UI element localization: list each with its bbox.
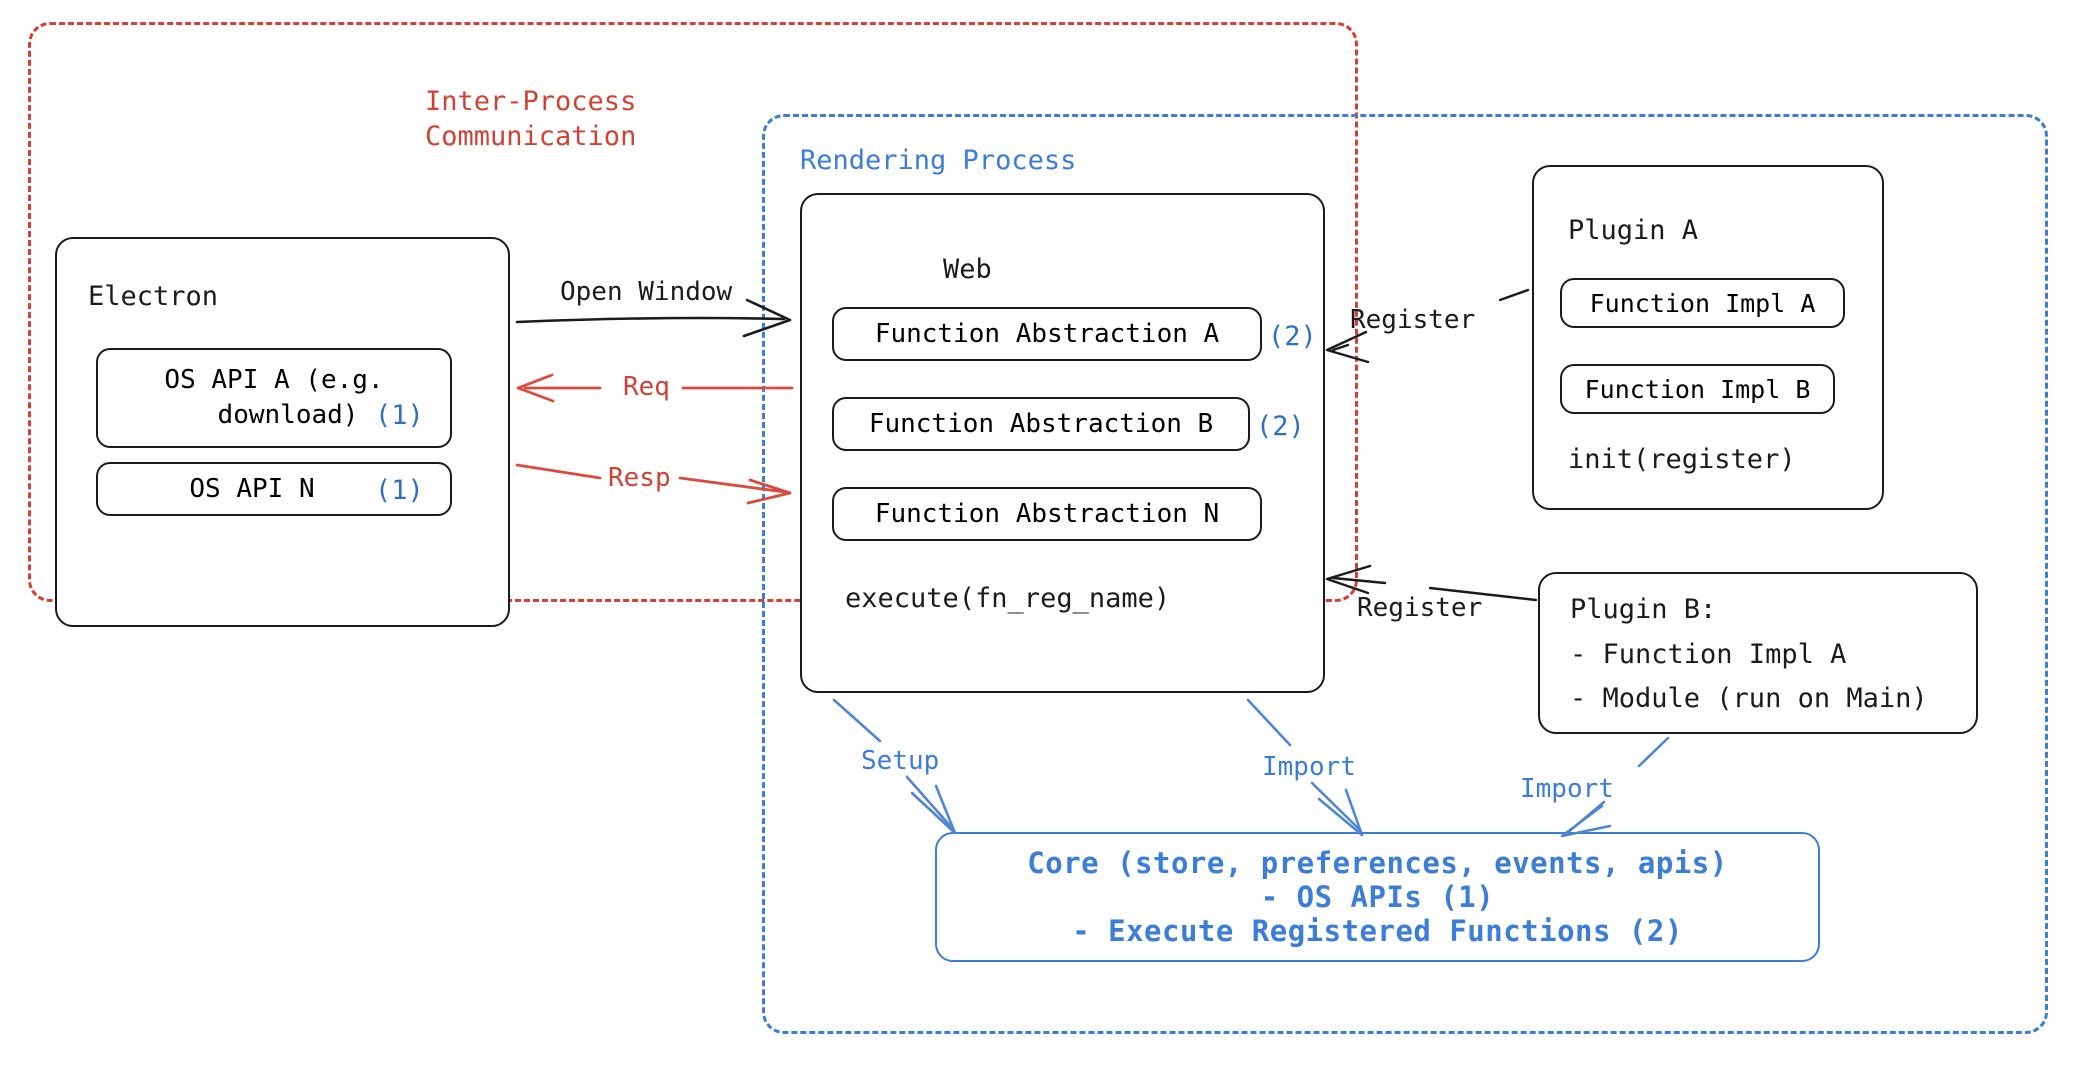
plugin-a-init-label: init(register) <box>1568 444 1796 475</box>
ipc-container <box>28 22 1358 602</box>
edge-label-register-b: Register <box>1357 593 1483 623</box>
plugin-a-function-impl-b-label: Function Impl B <box>1584 374 1811 404</box>
os-api-a-marker: (1) <box>375 400 424 431</box>
edge-label-open-window: Open Window <box>560 277 733 307</box>
plugin-a-title: Plugin A <box>1568 215 1699 246</box>
web-execute-label: execute(fn_reg_name) <box>845 583 1171 614</box>
function-abstraction-a-marker: (2) <box>1268 321 1317 352</box>
ipc-container-label-line1: Inter-Process <box>425 86 637 117</box>
core-line-2: - OS APIs (1) <box>1260 880 1495 914</box>
electron-title: Electron <box>88 281 219 312</box>
plugin-b-item-1: - Function Impl A <box>1570 639 1847 670</box>
edge-label-resp: Resp <box>608 463 671 493</box>
function-abstraction-n-label: Function Abstraction N <box>874 499 1220 529</box>
core-box[interactable]: Core (store, preferences, events, apis) … <box>935 832 1820 962</box>
function-abstraction-n-box[interactable]: Function Abstraction N <box>832 487 1262 541</box>
function-abstraction-a-box[interactable]: Function Abstraction A <box>832 307 1262 361</box>
os-api-n-label: OS API N <box>189 474 315 504</box>
web-title: Web <box>943 254 992 285</box>
function-abstraction-a-label: Function Abstraction A <box>874 319 1220 349</box>
edge-label-import-plugin: Import <box>1520 774 1614 804</box>
function-abstraction-b-label: Function Abstraction B <box>868 409 1214 439</box>
plugin-b-box[interactable] <box>1538 572 1978 734</box>
os-api-n-marker: (1) <box>375 475 424 506</box>
plugin-b-item-2: - Module (run on Main) <box>1570 683 1928 714</box>
core-line-3: - Execute Registered Functions (2) <box>1072 914 1683 948</box>
edge-label-setup: Setup <box>861 746 940 776</box>
edge-label-import-web: Import <box>1262 752 1356 782</box>
os-api-a-label-line2: download) <box>217 400 359 430</box>
plugin-a-function-impl-b-box[interactable]: Function Impl B <box>1560 364 1835 414</box>
function-abstraction-b-marker: (2) <box>1256 411 1305 442</box>
os-api-n-box[interactable]: OS API N <box>96 462 452 516</box>
rendering-process-label: Rendering Process <box>800 145 1077 176</box>
edge-label-register-a: Register <box>1350 305 1476 335</box>
os-api-a-box[interactable]: OS API A (e.g. download) <box>96 348 452 448</box>
function-abstraction-b-box[interactable]: Function Abstraction B <box>832 397 1250 451</box>
rendering-process-container <box>762 114 2048 1034</box>
plugin-a-box[interactable] <box>1532 165 1884 510</box>
os-api-a-label-line1: OS API A (e.g. <box>164 365 384 395</box>
plugin-a-function-impl-a-label: Function Impl A <box>1589 288 1816 318</box>
core-line-1: Core (store, preferences, events, apis) <box>1027 846 1728 880</box>
plugin-b-title: Plugin B: <box>1570 594 1717 625</box>
ipc-container-label-line2: Communication <box>425 121 637 152</box>
plugin-a-function-impl-a-box[interactable]: Function Impl A <box>1560 278 1845 328</box>
edge-label-req: Req <box>623 372 670 402</box>
